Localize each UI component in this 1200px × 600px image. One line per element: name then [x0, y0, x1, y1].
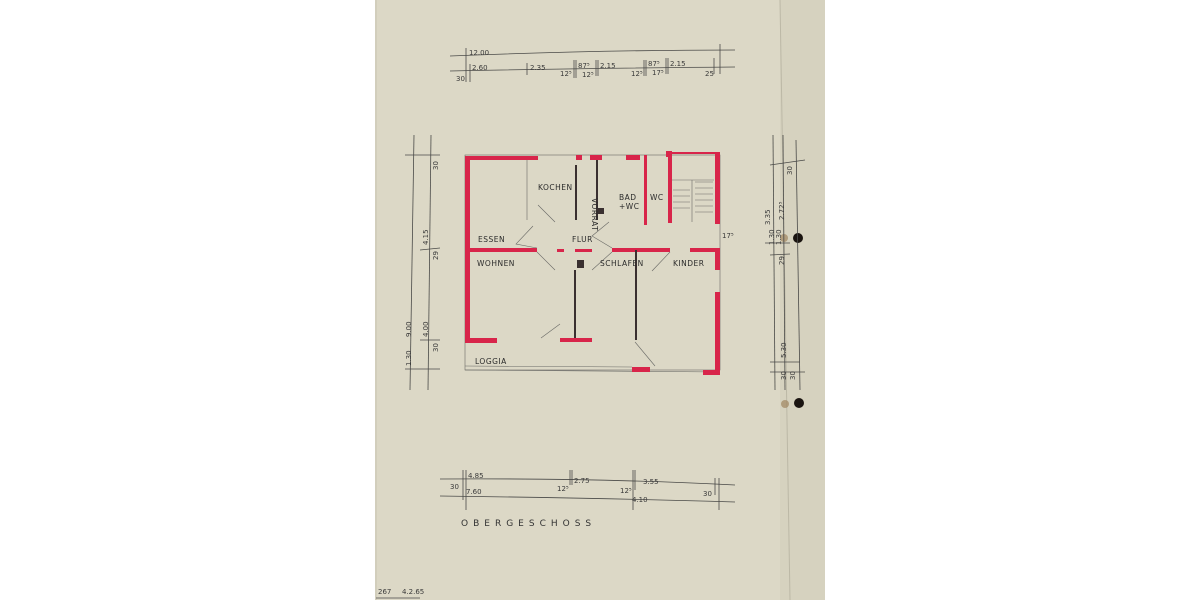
dim-label: 30 [780, 371, 788, 380]
dim-label: 30 [450, 483, 459, 491]
dim-label: 4.85 [468, 472, 484, 480]
door-swings [515, 204, 671, 367]
room-label-bad: BAD [619, 193, 637, 202]
dim-label: 12⁵ [582, 71, 594, 79]
dim-label: 30 [456, 75, 465, 83]
back-page-edge [780, 0, 825, 600]
dim-label: 87⁵ [578, 62, 590, 70]
punch-hole [794, 398, 804, 408]
dim-label: 17⁵ [652, 69, 664, 77]
dim-label: 29 [432, 251, 440, 260]
dim-label: 9.00 [405, 321, 413, 337]
dim-label: 7.60 [466, 488, 482, 496]
dim-label: 29 [778, 256, 786, 265]
drawing-title: OBERGESCHOSS [461, 519, 596, 529]
dim-label: 30 [432, 161, 440, 170]
dim-label: 1.30 [768, 229, 776, 245]
dim-label: 30 [703, 490, 712, 498]
dim-label: 4.00 [422, 321, 430, 337]
dim-label: 17⁵ [722, 232, 734, 240]
room-label-flur: FLUR [572, 235, 593, 244]
room-label-essen: ESSEN [478, 235, 505, 244]
dim-label: 87⁵ [648, 60, 660, 68]
dim-label: 3.35 [764, 209, 772, 225]
room-label-vorrat: VORRAT [590, 198, 599, 231]
punch-hole [793, 233, 803, 243]
dim-label: 12⁵ [631, 70, 643, 78]
room-label-bad-wc: +WC [619, 202, 639, 211]
bottom-dimension-chain: 4.85 7.60 2.75 12⁵ 12⁵ 3.55 4.10 30 30 [439, 470, 736, 510]
room-label-wc: WC [650, 193, 664, 202]
top-dimension-chain: 12.00 2.60 2.35 12⁵ 87⁵ 12⁵ 2.15 12⁵ 87⁵… [449, 44, 736, 83]
dim-label: 12⁵ [560, 70, 572, 78]
dim-label: 1.30 [775, 229, 783, 245]
dim-label: 2.15 [600, 62, 616, 70]
staircase [673, 180, 713, 222]
dim-label: 12.00 [469, 49, 489, 57]
paper-sheet [375, 0, 825, 600]
room-label-kinder: KINDER [673, 259, 704, 268]
dim-label: 2.72⁵ [778, 201, 786, 220]
dim-label: 30 [789, 371, 797, 380]
dim-label: 3.55 [643, 478, 659, 486]
dim-label: 30 [432, 343, 440, 352]
dim-label: 2.60 [472, 64, 488, 72]
room-label-loggia: LOGGIA [475, 357, 507, 366]
dim-label: 1.30 [405, 350, 413, 366]
left-dimension-chain: 30 4.15 29 4.00 9.00 30 1.30 [405, 134, 441, 391]
dim-label: 2.35 [530, 64, 546, 72]
dim-label: 2.75 [574, 477, 590, 485]
dim-label: 4.10 [632, 496, 648, 504]
room-label-wohnen: WOHNEN [477, 259, 515, 268]
dim-label: 12⁵ [557, 485, 569, 493]
dim-label: 25 [705, 70, 714, 78]
dim-label: 2.15 [670, 60, 686, 68]
floor-plan [464, 151, 721, 375]
drawing-date: 4.2.65 [402, 588, 424, 596]
dim-label: 30 [786, 166, 794, 175]
right-dimension-chain: 30 3.35 2.72⁵ 1.30 1.30 29 5.30 30 30 [764, 134, 806, 391]
sheet-number: 267 [378, 588, 391, 596]
dim-label: 5.30 [780, 342, 788, 358]
room-label-kochen: KOCHEN [538, 183, 573, 192]
room-label-schlafen: SCHLAFEN [600, 259, 644, 268]
dim-label: 12⁵ [620, 487, 632, 495]
dim-label: 4.15 [422, 229, 430, 245]
